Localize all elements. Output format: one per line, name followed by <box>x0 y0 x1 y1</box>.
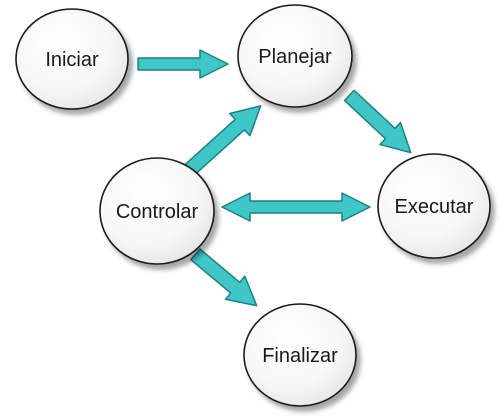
node-finalizar-label: Finalizar <box>262 345 338 367</box>
node-executar-circle <box>377 153 491 259</box>
arrow-controlar-to-planejar <box>183 105 262 177</box>
node-controlar[interactable] <box>99 157 215 265</box>
arrow-iniciar-to-planejar <box>137 49 229 79</box>
arrow-planejar-to-executar <box>343 89 412 154</box>
arrow-controlar-to-finalizar <box>190 248 258 307</box>
node-iniciar-label: Iniciar <box>45 49 99 71</box>
node-executar[interactable] <box>377 153 491 259</box>
arrow-controlar-executar-bidirectional <box>221 192 371 222</box>
node-planejar[interactable] <box>237 4 353 108</box>
node-controlar-circle <box>99 157 215 265</box>
node-finalizar-circle <box>243 303 357 407</box>
node-controlar-label: Controlar <box>116 201 199 223</box>
node-executar-label: Executar <box>395 196 474 218</box>
node-iniciar[interactable] <box>15 8 129 110</box>
node-iniciar-circle <box>15 8 129 110</box>
node-finalizar[interactable] <box>243 303 357 407</box>
node-planejar-circle <box>237 4 353 108</box>
node-planejar-label: Planejar <box>258 46 332 68</box>
